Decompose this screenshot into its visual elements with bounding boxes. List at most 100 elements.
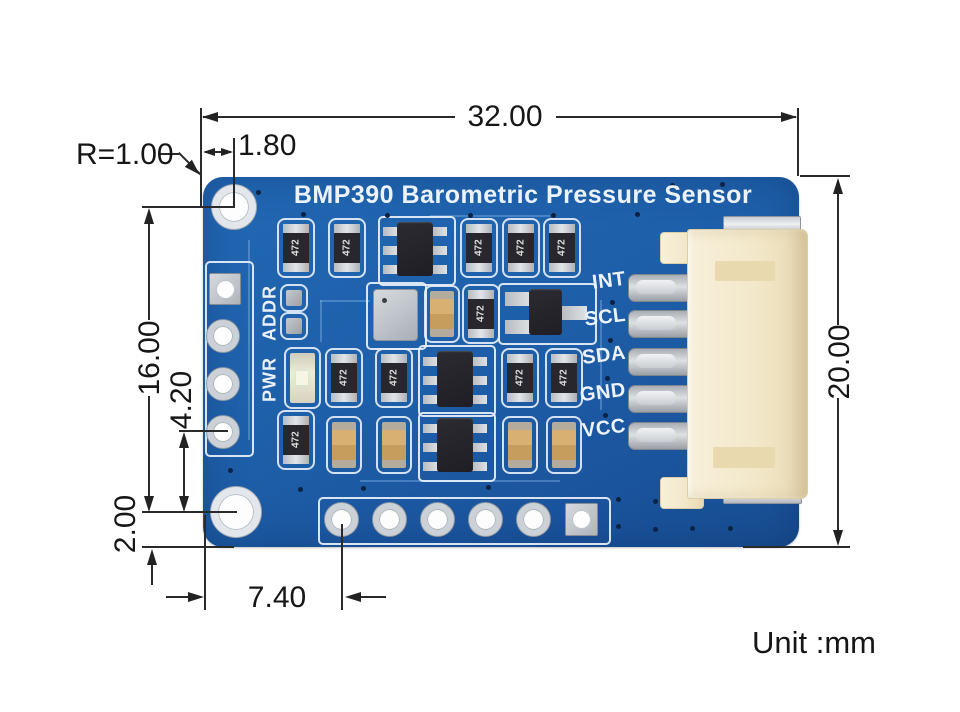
extension-line-left xyxy=(200,108,202,208)
ic-pin xyxy=(472,462,487,471)
dim-header-height: 16.00 xyxy=(133,320,166,396)
resistor: 472 xyxy=(325,348,363,408)
dim-16-line-top xyxy=(148,222,150,320)
bottom-header-pad xyxy=(517,503,550,536)
arrowhead-left-icon xyxy=(203,148,215,156)
connector-pin-int xyxy=(628,274,694,302)
ic-pin xyxy=(472,376,487,385)
power-led xyxy=(284,347,321,409)
resistor-value: 472 xyxy=(473,239,485,257)
via-dot xyxy=(228,468,233,473)
dim-16-line-bottom xyxy=(148,396,150,498)
extension-line-hole xyxy=(233,138,235,208)
via-dot xyxy=(301,212,306,217)
resistor-value: 472 xyxy=(515,239,527,257)
left-header-pad xyxy=(207,416,239,448)
arrowhead-up-icon xyxy=(147,549,157,565)
via-dot xyxy=(720,182,725,187)
via-dot xyxy=(361,486,366,491)
capacitor xyxy=(424,285,460,343)
transistor-body xyxy=(529,289,562,335)
bottom-header-pad xyxy=(373,503,406,536)
dim-hole-offset: 1.80 xyxy=(238,129,297,162)
via-dot xyxy=(256,190,261,195)
dim-width-line-right xyxy=(556,116,796,118)
bottom-header-pad xyxy=(421,503,454,536)
ic-pin xyxy=(423,395,438,404)
ic-outline xyxy=(418,345,496,417)
extension-line-right xyxy=(797,108,799,176)
via-dot xyxy=(616,497,621,502)
ic-pin xyxy=(432,265,447,274)
left-header-square-pad xyxy=(209,273,241,305)
ic-chip xyxy=(437,418,473,472)
arrowhead-left-icon xyxy=(202,112,218,122)
resistor: 472 xyxy=(277,218,315,278)
bottom-header-silkscreen xyxy=(318,497,611,545)
left-header-pad xyxy=(207,320,239,352)
dim-740-line-right xyxy=(360,596,386,598)
connector-notch-bottom xyxy=(713,447,775,468)
arrowhead-right-icon xyxy=(781,112,797,122)
connector-notch-top xyxy=(715,261,775,281)
resistor: 472 xyxy=(545,348,583,408)
resistor-value: 472 xyxy=(388,369,400,387)
via-dot xyxy=(610,300,615,305)
ic-pin xyxy=(432,227,447,236)
bottom-header-square-pad xyxy=(565,503,598,536)
resistor: 472 xyxy=(502,218,540,278)
arrowhead-right-icon xyxy=(188,592,204,602)
sensor-outline xyxy=(366,282,427,350)
extension-line-bottom-right xyxy=(743,546,850,548)
sensor-port-hole xyxy=(382,298,387,303)
arrowhead-left-icon xyxy=(345,592,361,602)
dim-corner-radius: R=1.00 xyxy=(76,138,174,171)
arrowhead-up-icon xyxy=(179,432,189,448)
via-dot xyxy=(608,338,613,343)
ic-pin xyxy=(472,424,487,433)
resistor: 472 xyxy=(460,218,498,278)
dim-200-line xyxy=(151,563,153,585)
arrowhead-up-icon xyxy=(144,208,154,224)
via-dot xyxy=(690,526,695,531)
connector-pin-gnd xyxy=(628,385,694,413)
bmp390-sensor-chip xyxy=(373,289,418,341)
resistor: 472 xyxy=(277,410,315,470)
small-component xyxy=(280,312,308,340)
resistor-value: 472 xyxy=(338,369,350,387)
trace-line xyxy=(248,240,250,440)
trace-line xyxy=(320,300,322,342)
left-header-pad xyxy=(207,368,239,400)
dim-hole-gap: 4.20 xyxy=(165,370,198,430)
dim-board-width: 32.00 xyxy=(467,100,543,133)
ic-pin xyxy=(423,424,438,433)
pwr-label: PWR xyxy=(259,357,280,403)
ic-pin xyxy=(383,246,398,255)
resistor-value: 472 xyxy=(290,239,302,257)
transistor-pin xyxy=(561,306,587,320)
extension-line-first-pin xyxy=(341,524,343,610)
unit-note: Unit :mm xyxy=(752,625,876,660)
ic-pin xyxy=(472,395,487,404)
dim-width-line-left xyxy=(203,116,455,118)
via-dot xyxy=(728,526,733,531)
ic-outline xyxy=(378,216,456,286)
ic-chip xyxy=(397,222,433,276)
extension-line-top-right xyxy=(800,175,850,177)
via-dot xyxy=(653,527,658,532)
bottom-header-pad xyxy=(469,503,502,536)
trace-line xyxy=(430,215,550,217)
trace-line xyxy=(600,300,602,410)
capacitor xyxy=(376,416,412,474)
ref-line-hole4 xyxy=(179,430,228,432)
resistor-value: 472 xyxy=(514,369,526,387)
connector-pin-scl xyxy=(628,310,694,338)
resistor: 472 xyxy=(501,348,539,408)
via-dot xyxy=(298,487,303,492)
ic-pin xyxy=(432,246,447,255)
arrowhead-right-icon xyxy=(221,148,233,156)
resistor-value: 472 xyxy=(556,239,568,257)
arrowhead-down-icon xyxy=(179,496,189,512)
arrowhead-down-icon xyxy=(144,496,154,512)
board-title: BMP390 Barometric Pressure Sensor xyxy=(293,181,753,209)
